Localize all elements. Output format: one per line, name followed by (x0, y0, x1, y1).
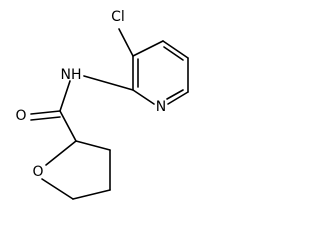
bond-carbonyl-c-o (30, 110, 61, 115)
amide-nh-label: NH (61, 67, 82, 83)
bond-nh-carbonyl-c (59, 80, 71, 112)
bond-c3-cl (118, 28, 134, 57)
tetrahydrofuran-ring (41, 140, 111, 200)
ring-oxygen-label: O (32, 164, 43, 180)
bond-carbonyl-c-ring-c (59, 110, 77, 142)
bond-c3-c4 (132, 40, 164, 57)
chlorine-atom-label: Cl (111, 9, 125, 25)
bond-c5-c4 (72, 189, 111, 200)
bond-c2-o1 (45, 140, 77, 166)
carbonyl-oxygen-label: O (15, 108, 26, 124)
bond-c4-c5 (162, 40, 189, 59)
bond-c4-c5-inner (163, 46, 184, 61)
bond-c6-n1 (167, 91, 189, 105)
bond-c6-n1-inner (166, 89, 184, 100)
chemical-structure-diagram: Cl NH N O O (15, 9, 189, 200)
bond-n1-c2 (132, 89, 155, 105)
bond-o1-c5 (41, 178, 74, 200)
bond-c2-nh (83, 75, 134, 91)
bond-c3-c2 (75, 140, 111, 151)
bond-carbonyl-c-o-inner (30, 116, 61, 121)
pyridine-nitrogen-label: N (156, 99, 166, 115)
pyridine-ring (132, 40, 189, 105)
